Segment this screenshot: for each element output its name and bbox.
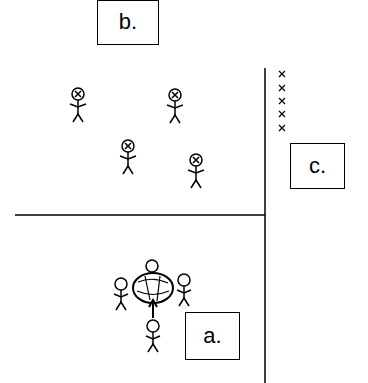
stick-figures [70,88,204,188]
box-label: c. [309,154,326,178]
label-box: b. [97,0,159,45]
divider-lines [15,68,265,383]
label-box: c. [290,143,345,189]
label-box: a. [185,312,240,360]
box-label: a. [203,324,221,348]
table-group [114,260,191,352]
x-marks [279,71,285,131]
box-label: b. [119,10,137,34]
